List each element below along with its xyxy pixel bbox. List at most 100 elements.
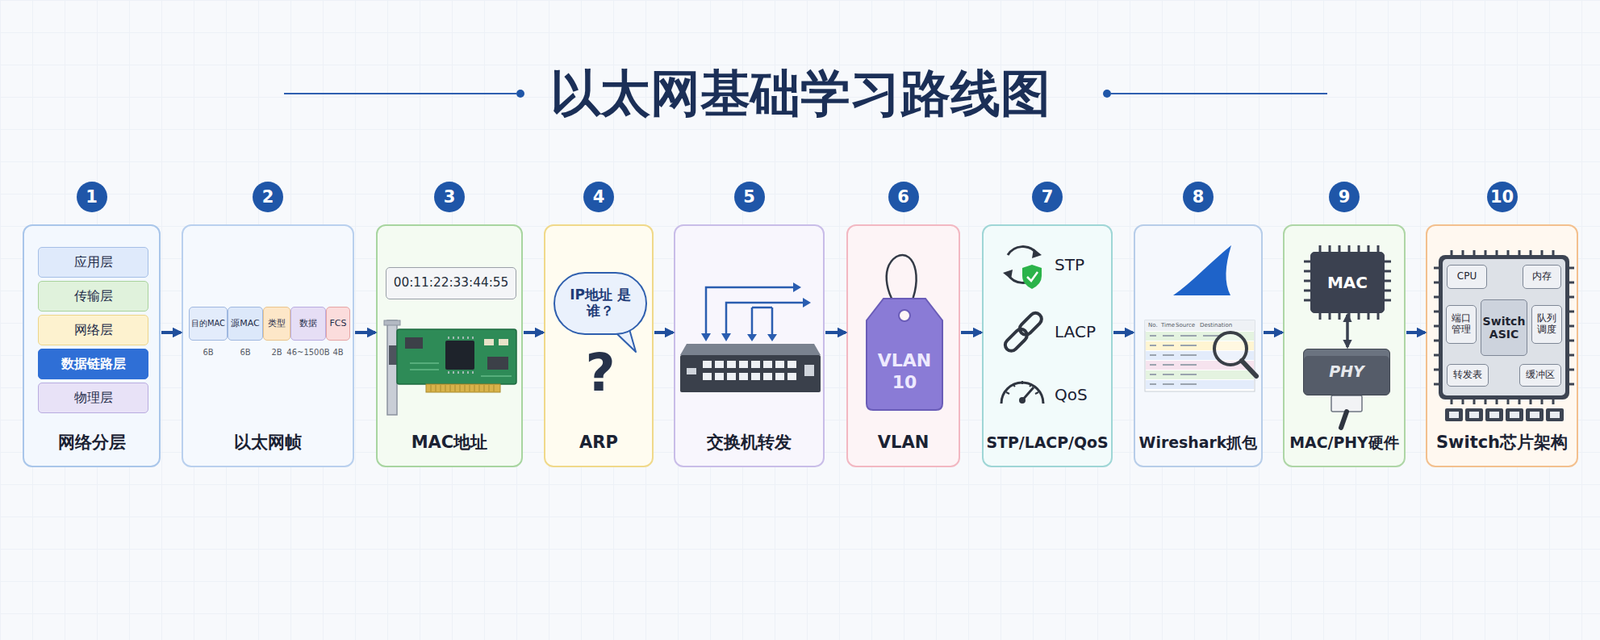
switch-illustration-part-part: [702, 360, 712, 368]
diagram-label: 2B: [271, 347, 282, 357]
diagram-label: 6B: [239, 347, 251, 357]
title-rule-part: [516, 89, 525, 98]
label-holder: Destination: [1199, 322, 1233, 329]
box-text: 队列调度: [1536, 313, 1558, 336]
callout-number: 9: [1338, 187, 1351, 207]
nic-illustration-part: [445, 340, 475, 370]
box-text: CPU: [1457, 271, 1477, 283]
switch-illustration-part-part: [787, 372, 797, 381]
box-text: VLAN 10: [877, 350, 932, 393]
switch-illustration-part: [767, 334, 778, 342]
wireshark-illustration-part: [1149, 335, 1220, 385]
box-text: 端口管理: [1450, 313, 1472, 336]
wireshark-illustration-part: [1173, 245, 1232, 296]
box-text: 内存: [1532, 271, 1552, 283]
stage-card: Wireshark抓包No.TimeSourceDestination: [1133, 224, 1263, 468]
label-holder: STP: [1054, 256, 1085, 273]
callout-number: 10: [1490, 187, 1514, 207]
chip-illustration-part-part: [1525, 408, 1544, 422]
card-title-holder: VLAN: [848, 430, 959, 454]
mac-phy-illustration-part: [1303, 245, 1392, 320]
label-holder: Source: [1175, 322, 1195, 329]
flow-arrow: [1406, 330, 1425, 335]
chip-illustration-part-part: [1529, 411, 1540, 418]
chip-illustration-part-part: [1489, 411, 1500, 418]
diagram-label: Source: [1175, 321, 1195, 329]
label-holder: 2B: [271, 348, 282, 357]
callout-circle: 2: [252, 181, 284, 213]
speech-bubble: IP地址 是谁？: [553, 271, 648, 335]
diagram-label: 46~1500B: [286, 347, 330, 357]
nic-illustration: [377, 225, 525, 469]
box-text: 00:11:22:33:44:55: [393, 275, 510, 291]
label-holder: 46~1500B: [286, 348, 330, 357]
stage-card: STP/LACP/QoSSTPLACPQoS: [981, 224, 1113, 468]
switch-illustration-part: [802, 297, 811, 308]
callout-number: 7: [1041, 187, 1054, 207]
switch-illustration-part-part: [751, 360, 761, 368]
label-holder: 6B: [239, 348, 251, 357]
switch-illustration-part: [747, 334, 757, 342]
callout-circle: 3: [434, 181, 465, 213]
switch-illustration-part-part: [702, 372, 712, 381]
callout-number: 3: [443, 187, 456, 207]
switch-illustration: [675, 225, 827, 469]
diagram-label: Time: [1161, 321, 1175, 329]
callout-number: 6: [897, 187, 910, 207]
stage-card: 网络分层应用层传输层网络层数据链路层物理层: [22, 224, 161, 468]
flow-arrow: [1263, 330, 1283, 335]
diagram-label: Destination: [1199, 321, 1233, 329]
flow-arrow: [960, 330, 982, 335]
inner-box: 类型: [263, 306, 291, 341]
inner-box: 队列调度: [1531, 304, 1563, 344]
title-rule-part: [1111, 92, 1328, 95]
chip-illustration-part-part: [1449, 411, 1459, 418]
tag-shape-part: [898, 309, 911, 322]
inner-box: 数据链路层: [37, 348, 149, 380]
box-text: 数据链路层: [61, 356, 126, 372]
flow-arrow: [654, 330, 673, 335]
box-text: 数据: [299, 318, 318, 330]
box-text: MAC: [1327, 273, 1368, 293]
switch-illustration-part: [702, 360, 797, 381]
nic-illustration-part: [498, 338, 509, 346]
inner-box: 应用层: [37, 246, 149, 278]
switch-illustration-part: [804, 364, 815, 376]
box-text: 类型: [267, 318, 286, 330]
wireshark-illustration-part: [1145, 380, 1254, 389]
label-holder: 6B: [202, 348, 214, 357]
chip-illustration-part: [1442, 259, 1566, 396]
card-title-holder: MAC/PHY硬件: [1284, 430, 1404, 454]
inner-box: 转发表: [1446, 363, 1489, 387]
flow-arrow: [161, 330, 181, 335]
wireshark-illustration: [1135, 225, 1265, 469]
callout-circle: 4: [583, 181, 615, 213]
callout-circle: 7: [1031, 181, 1063, 213]
inner-box: 内存: [1522, 264, 1562, 289]
chip-illustration-part-part: [1549, 411, 1560, 418]
card-title: ARP: [579, 432, 619, 452]
protocol-icons-part: [1031, 248, 1042, 259]
protocol-icons-part: [1007, 246, 1037, 255]
box-text: 目的MAC: [191, 318, 226, 328]
stage-card: 交换机转发: [673, 224, 825, 468]
card-title: Wireshark抓包: [1139, 433, 1258, 452]
card-title: Switch芯片架构: [1436, 432, 1568, 452]
switch-illustration-part: [721, 333, 732, 342]
switch-illustration-part-part: [763, 360, 773, 368]
box-text: 缓冲区: [1525, 369, 1555, 381]
chip-illustration-part-part: [1545, 408, 1564, 422]
inner-box: 数据: [290, 306, 326, 341]
diagram-label: QoS: [1054, 384, 1088, 405]
switch-illustration-part: [706, 287, 803, 339]
protocol-icons-part: [1017, 310, 1045, 338]
card-title-holder: 以太网帧: [183, 430, 353, 454]
switch-illustration-part: [686, 367, 697, 375]
card-title-holder: ARP: [545, 430, 652, 454]
box-text: Switch ASIC: [1481, 314, 1527, 341]
protocol-icons-part: [1002, 326, 1030, 354]
diagram-label: LACP: [1054, 321, 1096, 342]
card-title-holder: 交换机转发: [675, 430, 823, 454]
nic-illustration-part: [396, 329, 517, 385]
